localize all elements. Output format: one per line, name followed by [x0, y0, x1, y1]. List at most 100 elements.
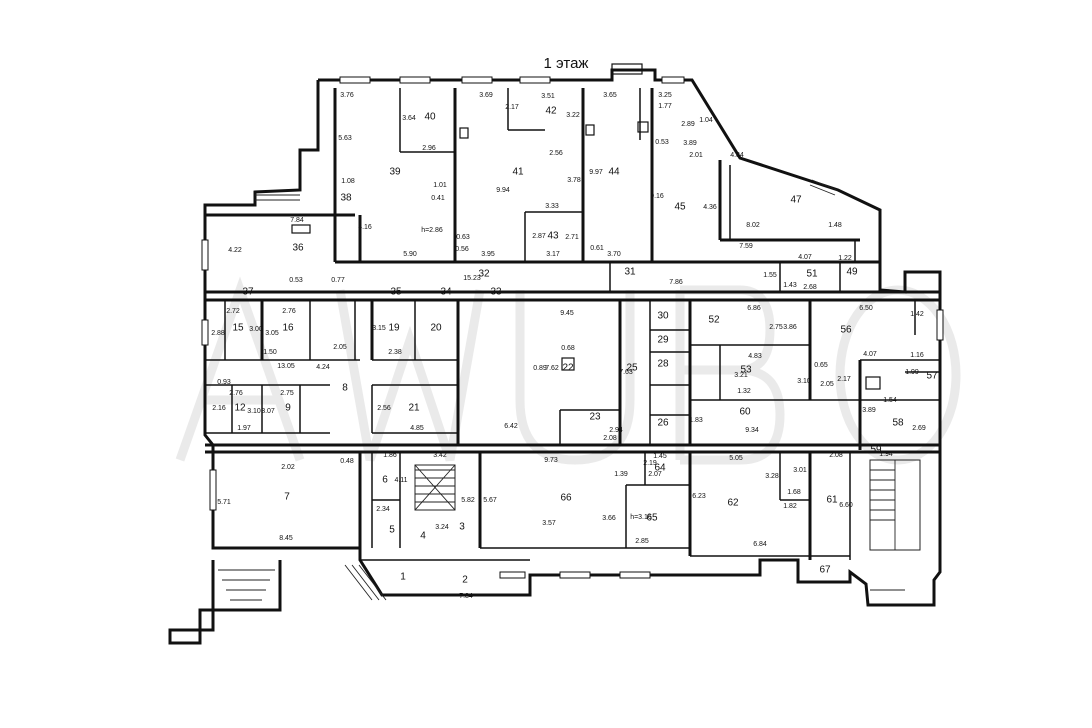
- room-number-29: 29: [657, 335, 669, 346]
- dimension-label: 3.89: [683, 140, 697, 147]
- dimension-label: h=3.16: [630, 514, 652, 521]
- floor-title: 1 этаж: [544, 55, 589, 72]
- dimension-label: 2.89: [681, 121, 695, 128]
- dimension-label: 2.96: [422, 145, 436, 152]
- room-number-60: 60: [739, 407, 751, 418]
- outer-walls: [168, 68, 942, 645]
- dimension-label: 13.05: [277, 363, 295, 370]
- dimension-label: 1.99: [905, 369, 919, 376]
- dimension-label: 4.36: [703, 204, 717, 211]
- room-number-22: 22: [562, 363, 574, 374]
- dimension-label: 2.17: [505, 104, 519, 111]
- dimension-label: 3.01: [793, 467, 807, 474]
- room-number-45: 45: [674, 202, 686, 213]
- dimension-label: 4.24: [316, 364, 330, 371]
- dimension-label: 15.23: [463, 275, 481, 282]
- dimension-label: 3.10: [797, 378, 811, 385]
- room-number-19: 19: [388, 323, 400, 334]
- room-number-57: 57: [926, 371, 938, 382]
- room-number-52: 52: [708, 315, 720, 326]
- dimension-label: 2.05: [820, 381, 834, 388]
- room-number-28: 28: [657, 359, 669, 370]
- dimension-label: 7.62: [545, 365, 559, 372]
- dimension-label: 9.94: [496, 187, 510, 194]
- room-number-9: 9: [285, 403, 291, 414]
- room-number-65: 65: [646, 513, 658, 524]
- dimension-label: 2.69: [912, 425, 926, 432]
- dimension-label: 3.42: [433, 452, 447, 459]
- dimension-label: 1.48: [828, 222, 842, 229]
- dimension-label: 9.73: [544, 457, 558, 464]
- room-number-5: 5: [389, 525, 395, 536]
- room-number-36: 36: [292, 243, 304, 254]
- room-number-4: 4: [420, 531, 426, 542]
- dimension-label: 5.67: [483, 497, 497, 504]
- dimension-label: 0.68: [561, 345, 575, 352]
- room-number-41: 41: [512, 167, 524, 178]
- room-number-7: 7: [284, 492, 290, 503]
- dimension-label: 6.86: [747, 305, 761, 312]
- room-number-8: 8: [342, 383, 348, 394]
- dimension-label: 3.15: [372, 325, 386, 332]
- dimension-label: 1.94: [879, 451, 893, 458]
- dimension-label: 5.82: [461, 497, 475, 504]
- dimension-label: 0.65: [814, 362, 828, 369]
- dimension-label: 8.02: [746, 222, 760, 229]
- room-number-39: 39: [389, 167, 401, 178]
- dimension-label: 0.61: [590, 245, 604, 252]
- dimension-label: 1.86: [383, 452, 397, 459]
- dimension-label: 0.48: [340, 458, 354, 465]
- dimension-label: 3.07: [261, 408, 275, 415]
- room-number-51: 51: [806, 269, 818, 280]
- dimension-label: 0.77: [331, 277, 345, 284]
- dimension-label: 1.08: [341, 178, 355, 185]
- dimension-label: 2.07: [648, 471, 662, 478]
- dimension-label: 3.70: [607, 251, 621, 258]
- dimension-label: 3.64: [402, 115, 416, 122]
- dimension-label: 2.19: [643, 460, 657, 467]
- dimension-label: 1.43: [783, 282, 797, 289]
- dimension-label: 3.86: [783, 324, 797, 331]
- dimension-label: 0.41: [431, 195, 445, 202]
- room-number-38: 38: [340, 193, 352, 204]
- dimension-label: 1.77: [658, 103, 672, 110]
- dimension-label: 7.63: [619, 369, 633, 376]
- dimension-label: 4.85: [410, 425, 424, 432]
- dimension-label: 1.42: [910, 311, 924, 318]
- dimension-label: 2.16: [212, 405, 226, 412]
- dimension-label: 0.93: [217, 379, 231, 386]
- dimension-label: 6.23: [692, 493, 706, 500]
- dimension-label: 8.45: [279, 535, 293, 542]
- room-number-43: 43: [547, 231, 559, 242]
- dimension-label: 2.56: [549, 150, 563, 157]
- dimension-label: 9.45: [560, 310, 574, 317]
- dimension-label: 6.42: [504, 423, 518, 430]
- room-number-47: 47: [790, 195, 802, 206]
- dimension-label: 3.24: [435, 524, 449, 531]
- dimension-label: 1.82: [783, 503, 797, 510]
- dimension-label: 3.89: [862, 407, 876, 414]
- room-number-53: 53: [740, 365, 752, 376]
- dimension-label: 2.87: [532, 233, 546, 240]
- room-number-34: 34: [440, 287, 452, 298]
- room-number-25: 25: [626, 363, 638, 374]
- dimension-label: 9.97: [589, 169, 603, 176]
- dimension-label: 1.45: [653, 453, 667, 460]
- dimension-label: 7.59: [739, 243, 753, 250]
- dimension-label: 9.34: [745, 427, 759, 434]
- dimension-label: 3.10: [247, 408, 261, 415]
- room-number-31: 31: [624, 267, 636, 278]
- dimension-label: 1.54: [883, 397, 897, 404]
- dimension-label: 2.02: [281, 464, 295, 471]
- dimension-label: 3.78: [567, 177, 581, 184]
- room-number-1: 1: [400, 572, 406, 583]
- dimension-label: 1.97: [237, 425, 251, 432]
- dimension-label: 4.16: [358, 224, 372, 231]
- room-number-32: 32: [478, 269, 490, 280]
- dimension-label: 4.11: [394, 477, 407, 484]
- room-number-16: 16: [282, 323, 294, 334]
- dimension-label: 3.65: [603, 92, 617, 99]
- dimension-label: 1.01: [433, 182, 447, 189]
- dimension-label: 7.86: [669, 279, 683, 286]
- dimension-label: 3.95: [481, 251, 495, 258]
